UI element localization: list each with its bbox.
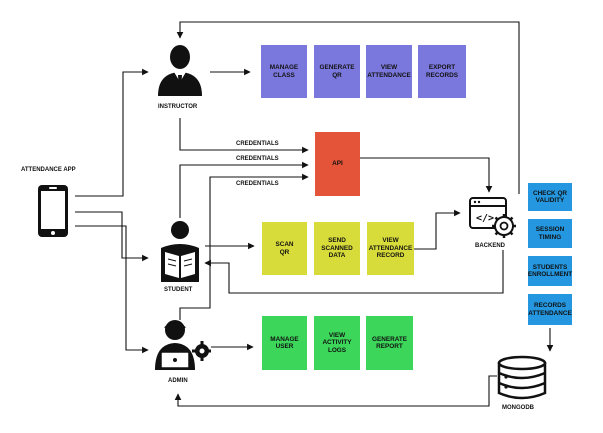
student-icon (161, 221, 199, 282)
scan-qr-box: SCAN QR (262, 222, 307, 275)
admin-icon (155, 320, 211, 370)
student-label: STUDENT (164, 287, 193, 293)
app-label: ATTENDANCE APP (21, 167, 76, 173)
database-label: MONGODB (502, 405, 534, 411)
credentials-label-instructor: CREDENTIALS (236, 141, 279, 147)
students-enrollment-box: STUDENTS ENROLLMENT (528, 256, 572, 286)
view-attendance-record-box: VIEW ATTENDANCE RECORD (367, 222, 414, 275)
backend-label: BACKEND (475, 243, 505, 249)
credentials-label-student: CREDENTIALS (236, 156, 279, 162)
check-qr-validity-box: CHECK QR VALIDITY (528, 183, 572, 211)
session-timing-box: SESSION TIMING (528, 219, 572, 248)
svg-text:</>: </> (476, 213, 494, 224)
instructor-label: INSTRUCTOR (158, 104, 198, 110)
database-icon (497, 355, 547, 400)
manage-user-box: MANAGE USER (262, 316, 307, 370)
credentials-label-admin: CREDENTIALS (236, 181, 279, 187)
send-scanned-data-box: SEND SCANNED DATA (314, 222, 360, 275)
backend-gear-icon: </> (469, 197, 516, 238)
manage-class-box: MANAGE CLASS (261, 45, 307, 98)
api-box: API (315, 132, 360, 196)
view-activity-logs-box: VIEW ACTIVITY LOGS (314, 316, 360, 370)
generate-qr-box: GENERATE QR (314, 45, 360, 98)
smartphone-icon (38, 185, 68, 237)
records-attendance-box: RECORDS ATTENDANCE (528, 294, 572, 325)
instructor-icon (158, 45, 202, 96)
view-attendance-box: VIEW ATTENDANCE (366, 45, 412, 98)
export-records-box: EXPORT RECORDS (418, 45, 466, 98)
admin-label: ADMIN (168, 378, 188, 384)
generate-report-box: GENERATE REPORT (366, 316, 413, 370)
